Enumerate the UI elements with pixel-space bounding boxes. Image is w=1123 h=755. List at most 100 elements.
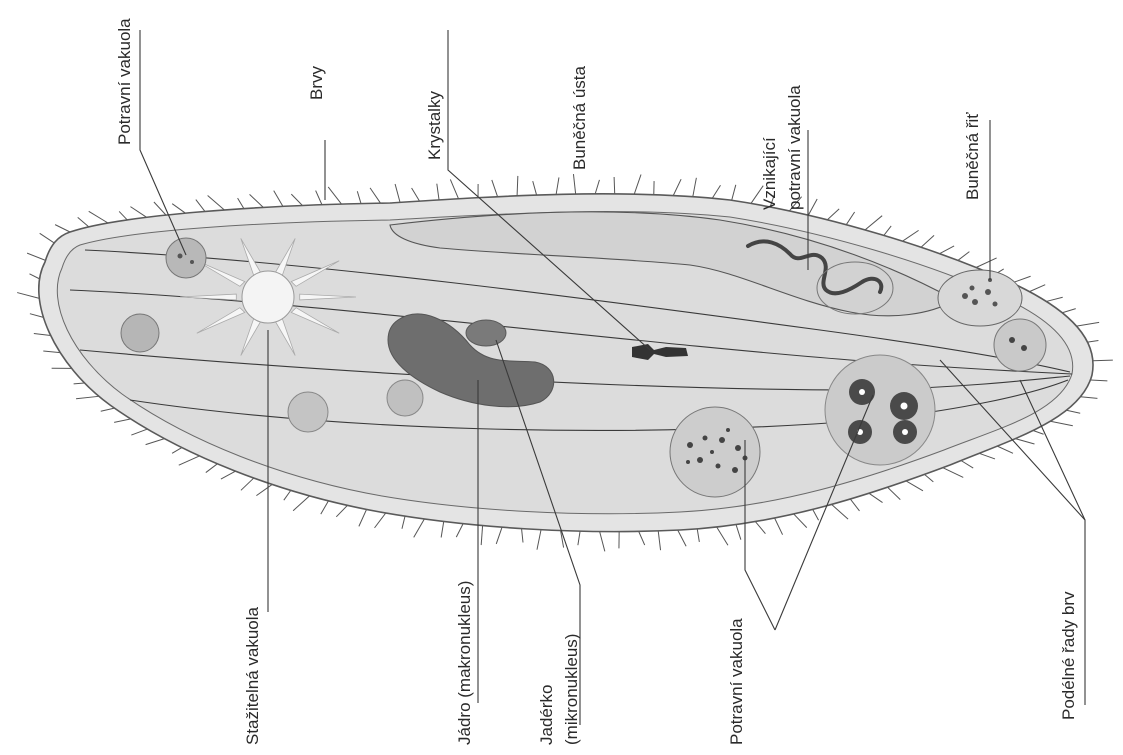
cilium <box>1076 322 1099 326</box>
cilium <box>456 524 463 537</box>
cilium <box>556 177 559 194</box>
cilium <box>533 181 537 195</box>
cilium <box>921 235 934 247</box>
cilium <box>101 408 115 411</box>
cilium <box>924 474 933 481</box>
cilium <box>943 468 963 478</box>
cilium <box>884 226 891 235</box>
cilium <box>906 481 923 491</box>
cilium <box>997 446 1013 453</box>
cilium <box>328 187 341 204</box>
cilium <box>27 253 45 260</box>
micronucleus <box>466 320 506 346</box>
cilium <box>775 518 783 535</box>
cell-anus-vacuole <box>938 270 1022 326</box>
cilium <box>976 258 997 268</box>
label-cell-anus: Buněčná řiť <box>963 112 982 200</box>
label-contractile-vacuole: Stažitelná vakuola <box>243 606 262 745</box>
cilium <box>321 501 329 514</box>
cilium <box>293 496 309 511</box>
cilium <box>712 185 720 198</box>
cilium <box>673 179 681 195</box>
food-vacuole-left-top <box>166 238 206 278</box>
cilium <box>441 521 444 537</box>
cilium <box>402 516 405 529</box>
cilium <box>78 217 89 226</box>
cilium <box>850 499 859 511</box>
food-vacuole-left <box>121 314 159 352</box>
cilium <box>172 204 185 213</box>
cilium <box>357 191 361 203</box>
label-food-vacuole-bottom: Potravní vakuola <box>727 618 746 745</box>
cilium <box>34 333 51 335</box>
food-vacuole-digesting <box>825 355 935 465</box>
cilium <box>208 195 225 209</box>
cilium <box>1033 430 1043 434</box>
cilium <box>888 487 901 499</box>
cilium <box>221 471 236 479</box>
cilium <box>573 174 575 194</box>
cilium <box>375 513 386 528</box>
cilium <box>846 212 854 225</box>
label-food-vacuole-top: Potravní vakuola <box>115 18 134 145</box>
label-macronucleus: Jádro (makronukleus) <box>455 581 474 745</box>
cilium <box>693 178 697 197</box>
cilium <box>336 505 347 516</box>
cilium <box>614 177 615 194</box>
food-vacuole-particles <box>670 407 760 497</box>
cilium <box>1088 341 1099 343</box>
cilium <box>869 493 883 502</box>
cilium <box>902 230 918 241</box>
cilium <box>865 216 882 230</box>
cilium <box>755 522 765 534</box>
cilium <box>1046 297 1062 301</box>
cilium <box>958 252 970 261</box>
cilium <box>634 174 641 194</box>
cilium <box>130 207 146 218</box>
cilium <box>1090 380 1107 381</box>
label-micronucleus-line1: Jadérko <box>537 685 556 745</box>
cilium <box>55 225 70 232</box>
cilium <box>940 246 955 254</box>
label-cilia-rows: Podélné řady brv <box>1059 591 1078 720</box>
cilium <box>76 396 99 398</box>
cilium <box>29 274 39 279</box>
cilium <box>284 490 291 500</box>
contractile-vacuole <box>242 271 294 323</box>
cilium <box>131 429 147 435</box>
cilium <box>43 351 60 353</box>
cilium <box>146 439 165 445</box>
cilium <box>395 184 400 202</box>
label-forming-vacuole-line2: potravní vakuola <box>785 85 804 210</box>
vacuole-right <box>994 319 1046 371</box>
cilium <box>808 199 817 215</box>
cilium <box>578 531 580 545</box>
label-crystals: Krystalky <box>425 91 444 160</box>
cilium <box>678 530 686 546</box>
cilium <box>1062 309 1075 313</box>
cilium <box>1050 421 1072 425</box>
cilium <box>832 504 849 519</box>
cilium <box>492 180 498 197</box>
cilium <box>206 464 218 473</box>
cilium <box>794 514 807 528</box>
food-vacuole-lower-left <box>288 392 328 432</box>
cilium <box>114 419 131 422</box>
cilium <box>256 484 272 495</box>
cilium <box>74 383 85 384</box>
cilium <box>496 527 502 544</box>
cilium <box>537 530 541 550</box>
cilium <box>274 191 283 207</box>
cilium <box>196 200 205 212</box>
cilium <box>412 188 420 201</box>
cilium <box>717 527 728 545</box>
cilium <box>359 509 367 526</box>
label-cell-mouth: Buněčná ústa <box>570 65 589 170</box>
cilium <box>481 526 482 546</box>
cilium <box>979 453 995 459</box>
cilium <box>1029 285 1045 292</box>
cilium <box>600 532 605 552</box>
cilium <box>736 525 741 540</box>
